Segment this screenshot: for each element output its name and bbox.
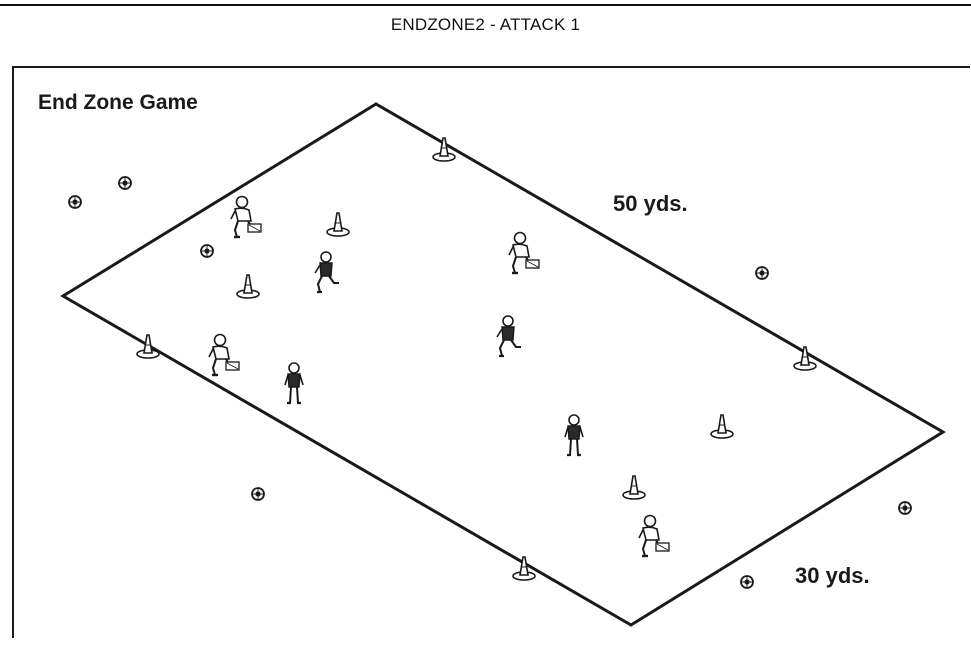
soccer-ball-icon <box>899 502 911 514</box>
defender-player-icon <box>565 415 583 455</box>
attacker-player-icon <box>209 335 239 376</box>
soccer-ball-icon <box>119 177 131 189</box>
attacker-player-icon <box>231 197 261 238</box>
soccer-ball-icon <box>201 245 213 257</box>
attacker-player-icon <box>639 516 669 557</box>
soccer-ball-icon <box>741 576 753 588</box>
attacker-player-icon <box>509 233 539 274</box>
cone-icon <box>327 213 349 236</box>
defender-player-icon <box>315 252 339 292</box>
defender-player-icon <box>285 363 303 403</box>
soccer-ball-icon <box>69 196 81 208</box>
cone-icon <box>137 335 159 358</box>
cone-icon <box>237 275 259 298</box>
defender-player-icon <box>497 316 521 356</box>
cone-icon <box>794 347 816 370</box>
soccer-ball-icon <box>756 267 768 279</box>
cone-icon <box>711 415 733 438</box>
soccer-ball-icon <box>252 488 264 500</box>
cone-icon <box>623 476 645 499</box>
